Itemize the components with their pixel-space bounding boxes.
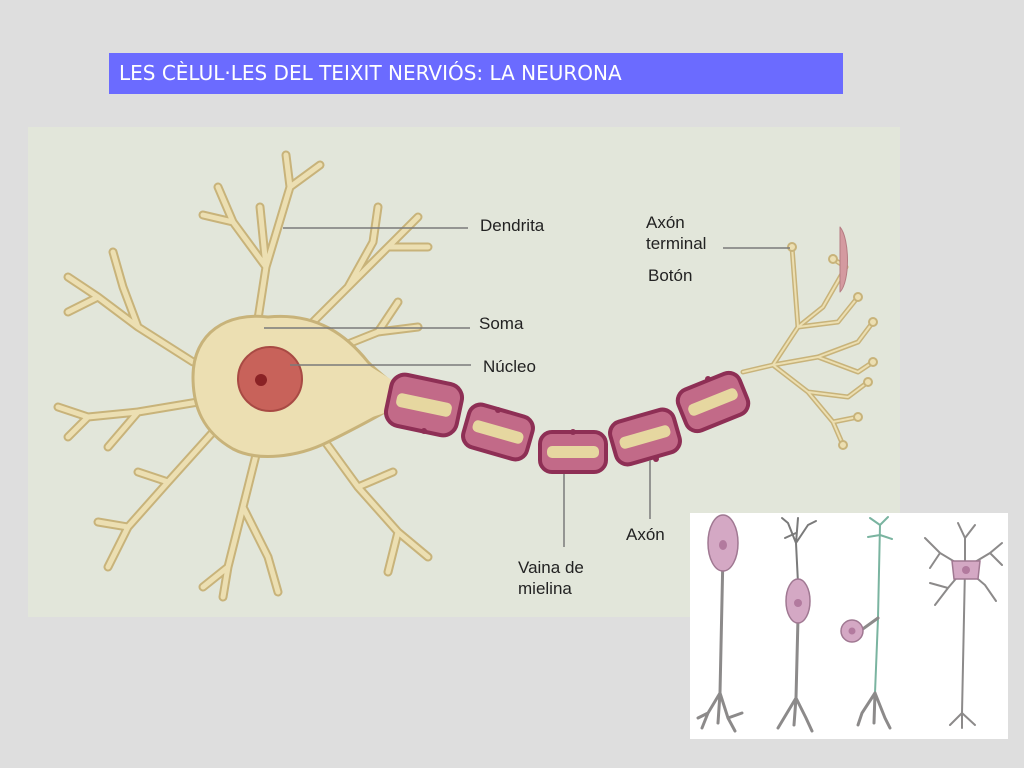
- neuron-type-1: [696, 514, 744, 733]
- nucleus: [237, 346, 303, 412]
- dendrites: [53, 150, 433, 602]
- neuron-illustration: [53, 150, 878, 602]
- neuron-type-2: [776, 517, 817, 733]
- leader-lines: [264, 227, 790, 547]
- label-vaina-de-mielina: Vaina de mielina: [518, 558, 584, 598]
- neuron-diagram: Dendrita Axón terminal Botón Soma Núcleo…: [28, 127, 900, 617]
- slide-title: LES CÈLUL·LES DEL TEIXIT NERVIÓS: LA NEU…: [109, 53, 843, 94]
- neuron-type-3: [840, 516, 893, 730]
- neuron-types-svg: [696, 514, 1003, 733]
- neuron-type-4: [924, 522, 1003, 729]
- nucleolus: [255, 374, 267, 386]
- label-nucleo: Núcleo: [483, 357, 536, 376]
- axon-terminals: [740, 226, 878, 450]
- label-axon: Axón: [626, 525, 665, 544]
- neuron-types-illustration: [690, 513, 1008, 739]
- label-axon-terminal: Axón terminal: [646, 213, 707, 253]
- label-dendrita: Dendrita: [480, 216, 545, 235]
- label-soma: Soma: [479, 314, 524, 333]
- myelin-sheath: [383, 370, 751, 474]
- label-boton: Botón: [648, 266, 693, 285]
